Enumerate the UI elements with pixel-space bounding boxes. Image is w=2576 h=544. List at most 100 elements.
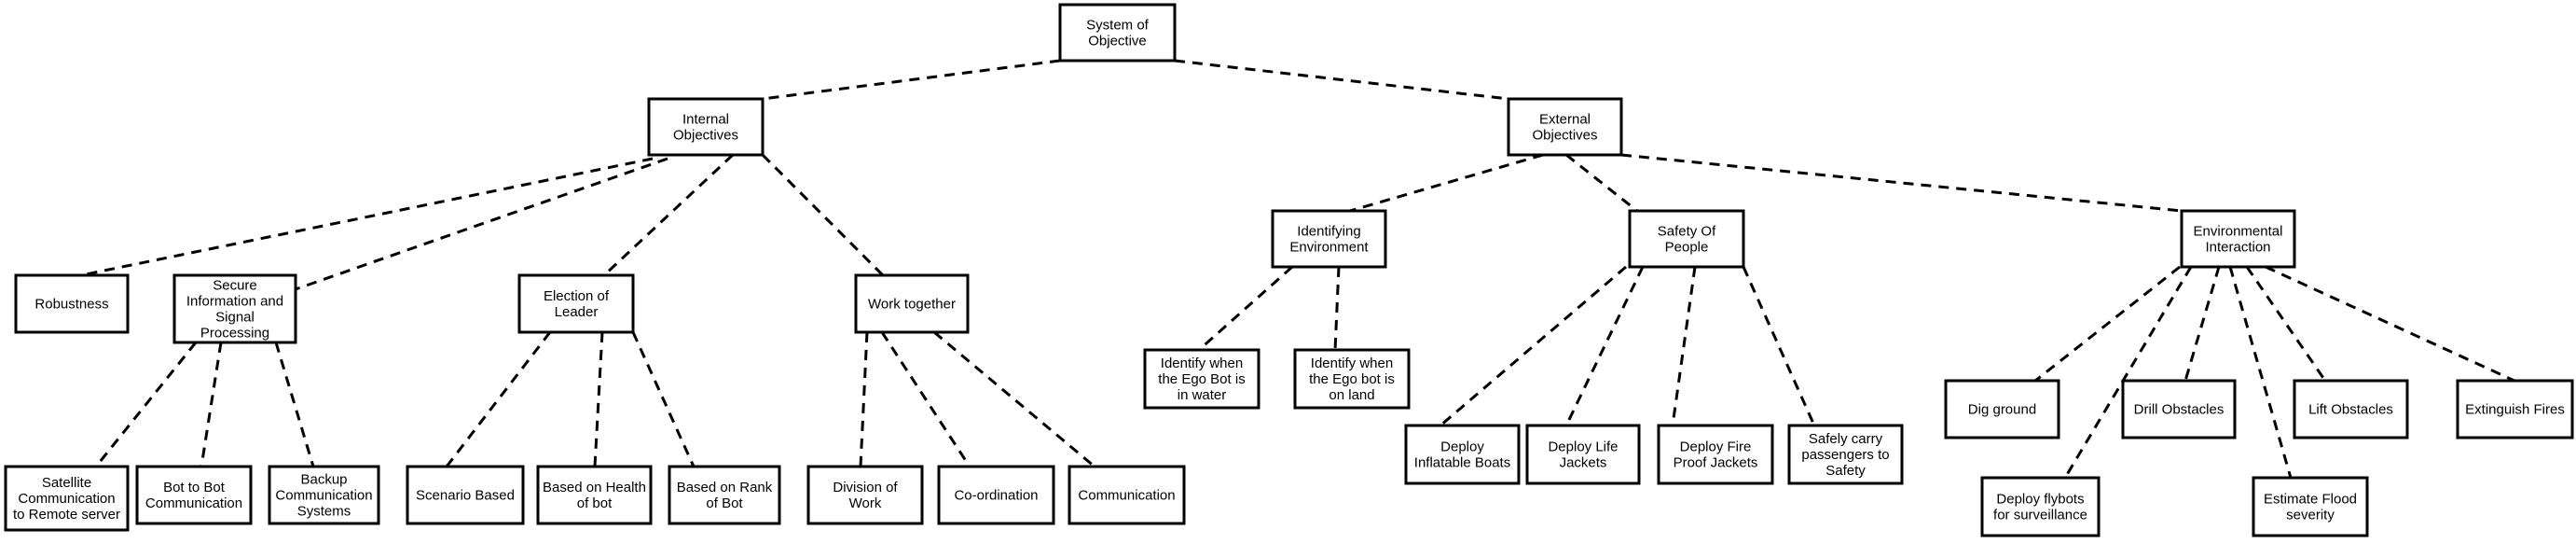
edge-environmental-to-extinguish [2265,265,2515,383]
node-label-drill: Drill Obstacles [2134,402,2225,418]
node-label-line: for surveillance [1993,508,2087,523]
edge-environmental-to-flybots [2063,266,2193,479]
node-box-health [536,465,653,525]
node-label-line: External [1539,112,1591,128]
node-label-line: Identifying [1297,224,1360,240]
node-label-line: to Remote server [13,507,120,523]
node-box-life-jackets [1525,424,1641,485]
edge-election-to-health [593,331,604,467]
edge-work-together-to-division [859,331,869,467]
node-lift: Lift Obstacles [2293,379,2409,439]
node-box-dig [1944,379,2060,439]
node-label-line: on land [1329,387,1374,403]
node-label-line: Communication [18,491,115,507]
edge-internal-to-election [602,153,735,277]
node-box-boats [1404,424,1521,485]
node-label-line: Systems [297,504,351,520]
node-label-line: Safety Of [1658,224,1716,240]
node-label-line: Election of [544,288,610,304]
node-box-land [1293,348,1411,410]
edges-layer [80,59,2515,479]
node-label-line: Identify when [1161,356,1243,371]
node-label-line: Signal [215,310,255,326]
edge-environmental-to-dig [2034,265,2181,383]
edge-internal-to-robustness [80,157,654,277]
node-label-line: Objectives [1532,128,1597,144]
node-label-line: severity [2286,508,2335,523]
node-label-line: Based on Health [543,480,646,495]
edge-work-together-to-communication [933,330,1095,468]
node-label-line: Drill Obstacles [2134,402,2225,418]
node-label-line: the Ego Bot is [1158,371,1245,387]
node-label-scenario: Scenario Based [416,488,515,504]
node-box-coordination [937,465,1055,525]
node-label-dig: Dig ground [1968,402,2036,418]
node-label-line: Objective [1088,34,1147,49]
node-label-line: Environment [1289,240,1369,256]
node-label-line: Identify when [1311,356,1393,371]
node-box-flybots [1980,476,2101,537]
node-label-line: Dig ground [1968,402,2036,418]
node-label-line: Bot to Bot [163,480,226,495]
node-work-together: Work together [854,273,970,334]
node-label-line: Communication [145,495,242,511]
node-label-line: Extinguish Fires [2465,402,2565,418]
node-label-extinguish: Extinguish Fires [2465,402,2565,418]
node-box-water [1143,348,1260,410]
node-label-line: Division of [833,480,898,495]
node-box-internal [647,97,765,157]
node-box-extinguish [2456,379,2574,439]
node-label-line: Co-ordination [954,488,1038,504]
node-box-safety [1628,209,1745,269]
node-label-line: Scenario Based [416,488,515,504]
edge-work-together-to-coordination [880,331,971,467]
node-box-lift [2293,379,2409,439]
node-label-line: Leader [555,304,599,320]
node-label-line: Satellite [42,475,91,491]
node-label-line: Objectives [673,128,738,144]
node-box-rank [668,465,781,525]
node-label-line: Internal [682,112,729,128]
edge-environmental-to-lift [2245,266,2327,382]
node-box-satellite [4,465,130,532]
node-box-secure [172,273,297,344]
edge-root-to-internal [762,59,1061,101]
node-box-robustness [14,273,130,334]
node-label-line: Safety [1825,463,1866,479]
node-robustness: Robustness [14,273,130,334]
node-label-line: Jackets [1560,455,1607,471]
node-drill: Drill Obstacles [2121,379,2237,439]
node-label-coordination: Co-ordination [954,488,1038,504]
node-coordination: Co-ordination [937,465,1055,525]
edge-secure-to-satellite [94,342,198,467]
edge-secure-to-bot-to-bot [200,342,223,467]
node-label-work-together: Work together [868,297,956,313]
